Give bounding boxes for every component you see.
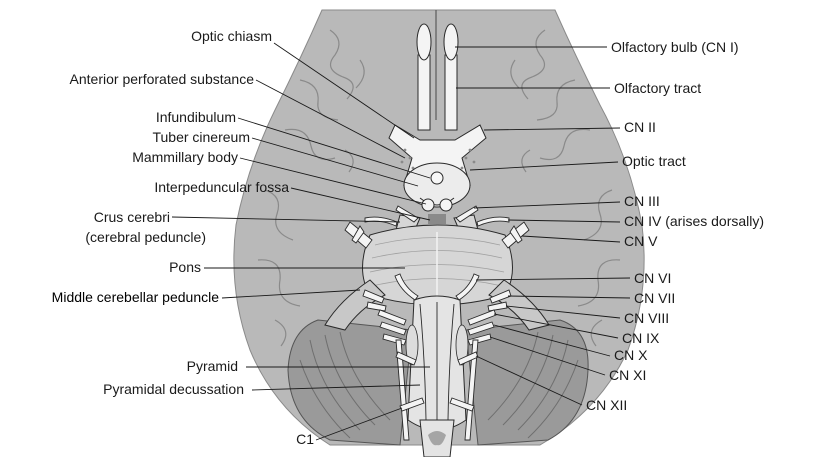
label-crus-cerebri: Crus cerebri: [94, 209, 170, 225]
label-pons: Pons: [169, 259, 201, 275]
label-optic-tract: Optic tract: [622, 153, 686, 169]
mammillary-right: [440, 199, 452, 211]
olfactory-bulb-right: [444, 24, 458, 60]
label-mammillary-body: Mammillary body: [132, 149, 238, 165]
label-cn-x: CN X: [614, 347, 648, 363]
olfactory-bulb-left: [417, 24, 431, 60]
label-pyramidal-decussation: Pyramidal decussation: [103, 381, 244, 397]
label-olfactory-tract: Olfactory tract: [614, 80, 701, 96]
mammillary-left: [422, 199, 434, 211]
label-anterior-perforated-substance: Anterior perforated substance: [70, 71, 255, 87]
label-optic-chiasm: Optic chiasm: [191, 28, 272, 44]
label-cn-iii: CN III: [624, 193, 660, 209]
label-cn-v: CN V: [624, 233, 658, 249]
label-cn-ix: CN IX: [622, 330, 660, 346]
infundibulum-stalk: [431, 172, 443, 184]
label-tuber-cinereum: Tuber cinereum: [152, 129, 250, 145]
label-middle-cerebellar-peduncle: Middle cerebellar peduncle: [52, 289, 220, 305]
label-infundibulum: Infundibulum: [156, 109, 236, 125]
label-pyramid: Pyramid: [187, 358, 238, 374]
label-cn-vi: CN VI: [634, 270, 671, 286]
label-cerebral-peduncle: (cerebral peduncle): [85, 229, 206, 245]
label-olfactory-bulb: Olfactory bulb (CN I): [611, 39, 739, 55]
label-interpeduncular-fossa: Interpeduncular fossa: [154, 179, 289, 195]
label-cn-vii: CN VII: [634, 290, 675, 306]
label-cn-iv: CN IV (arises dorsally): [624, 213, 764, 229]
label-cn-xi: CN XI: [609, 367, 646, 383]
label-cn-viii: CN VIII: [624, 310, 669, 326]
label-c1: C1: [296, 431, 314, 447]
label-cn-ii: CN II: [624, 119, 656, 135]
label-cn-xii: CN XII: [586, 397, 627, 413]
